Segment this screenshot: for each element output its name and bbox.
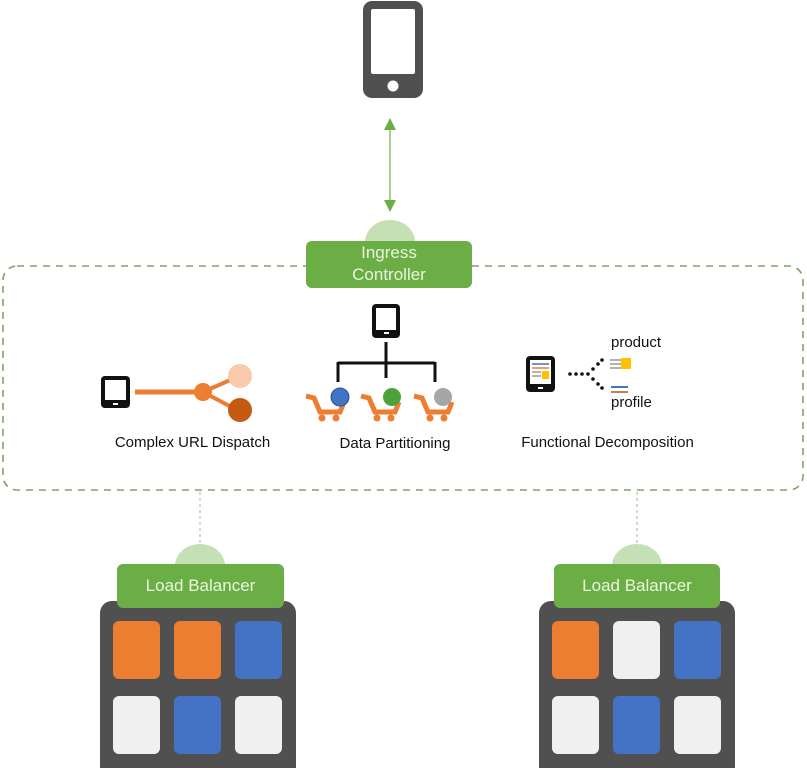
- load-balancer-2[interactable]: Load Balancer: [554, 564, 720, 608]
- pod-tile[interactable]: [613, 621, 660, 679]
- product-service-icon: [610, 358, 631, 369]
- profile-service-icon: [611, 386, 628, 393]
- pod-tile[interactable]: [674, 696, 721, 754]
- arrow-up-icon: [384, 118, 396, 130]
- data-partition-icon: [300, 300, 470, 425]
- ingress-zone-border: [2, 265, 804, 491]
- pod-tile[interactable]: [235, 696, 282, 754]
- cart-icon: [360, 388, 402, 422]
- pattern-label-functional-decomposition: Functional Decomposition: [521, 434, 694, 451]
- pod-tile[interactable]: [235, 621, 282, 679]
- url-dispatch-icon: [95, 360, 265, 430]
- pod-tile[interactable]: [113, 696, 160, 754]
- ingress-controller[interactable]: Ingress Controller: [306, 241, 472, 288]
- lb2-port: [612, 544, 662, 566]
- pod-tile[interactable]: [552, 621, 599, 679]
- client-device: [362, 0, 424, 100]
- arrow-down-icon: [384, 200, 396, 212]
- node-cluster-1: [100, 601, 296, 768]
- pod-tile[interactable]: [174, 696, 221, 754]
- pod-tile[interactable]: [174, 621, 221, 679]
- cart-icon: [413, 388, 455, 422]
- cart-icon: [305, 387, 350, 422]
- smartphone-icon: [363, 1, 423, 98]
- lb1-port: [175, 544, 225, 566]
- pattern-label-url-dispatch: Complex URL Dispatch: [114, 434, 271, 451]
- service-label-profile: profile: [611, 394, 652, 411]
- service-label-product: product: [611, 334, 662, 351]
- ingress-label-line1: Ingress: [361, 243, 417, 262]
- node-cluster-2: [539, 601, 735, 768]
- load-balancer-1-label: Load Balancer: [145, 576, 256, 595]
- pod-tile[interactable]: [674, 621, 721, 679]
- load-balancer-1[interactable]: Load Balancer: [117, 564, 284, 608]
- pattern-label-data-partitioning: Data Partitioning: [339, 435, 451, 452]
- ingress-label-line2: Controller: [352, 265, 426, 284]
- pod-tile[interactable]: [613, 696, 660, 754]
- pod-tile[interactable]: [113, 621, 160, 679]
- load-balancer-2-label: Load Balancer: [582, 576, 692, 595]
- ingress-port: [365, 220, 415, 242]
- functional-decomposition-icon: [520, 350, 640, 400]
- pod-tile[interactable]: [552, 696, 599, 754]
